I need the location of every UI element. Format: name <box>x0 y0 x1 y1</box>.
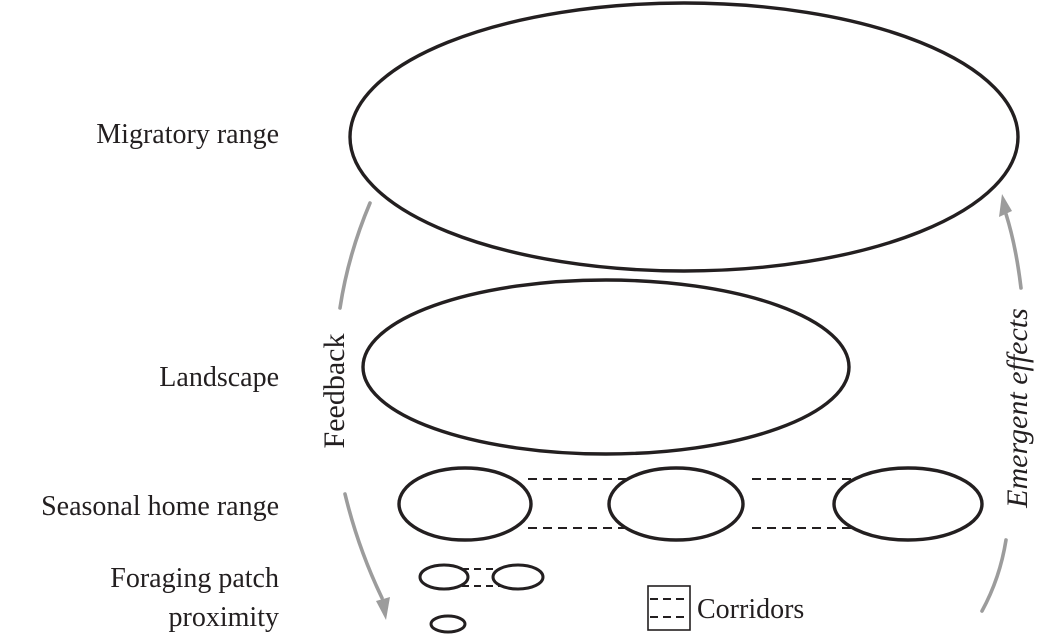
emergent-arrow-lower <box>980 538 1008 613</box>
foraging-patch-ellipse <box>491 563 545 591</box>
foraging-corridors <box>462 568 500 587</box>
feedback-arrow-lower <box>343 492 384 600</box>
feedback-label: Feedback <box>318 334 351 449</box>
seasonal-home-range-ellipse <box>832 466 984 542</box>
seasonal-home-range-ellipse <box>607 466 745 542</box>
corridors-legend: Corridors <box>647 585 804 631</box>
emergent-effects-arrow <box>980 194 1023 613</box>
corridors-legend-swatch <box>647 585 691 631</box>
seasonal-home-range-label: Seasonal home range <box>41 491 279 522</box>
landscape-label: Landscape <box>159 362 279 393</box>
emergent-arrowhead-icon <box>999 194 1012 217</box>
seasonal-home-range-ellipse <box>397 466 533 542</box>
migratory-range-label: Migratory range <box>96 119 279 150</box>
foraging-patch-ellipse <box>418 563 470 591</box>
seasonal-corridors <box>528 478 852 529</box>
foraging-patch-label: Foraging patch <box>110 563 279 594</box>
migratory-range-ellipse <box>348 1 1020 273</box>
foraging-patch-ellipse <box>429 614 467 634</box>
emergent-arrow-upper <box>1004 212 1023 290</box>
feedback-arrow-upper <box>338 201 372 310</box>
landscape-ellipse <box>361 278 851 456</box>
feedback-arrowhead-icon <box>376 597 390 620</box>
corridors-legend-label: Corridors <box>697 594 804 625</box>
emergent-effects-label: Emergent effects <box>1001 308 1034 509</box>
feedback-arrow <box>338 201 390 620</box>
foraging-proximity-label: proximity <box>169 602 279 633</box>
